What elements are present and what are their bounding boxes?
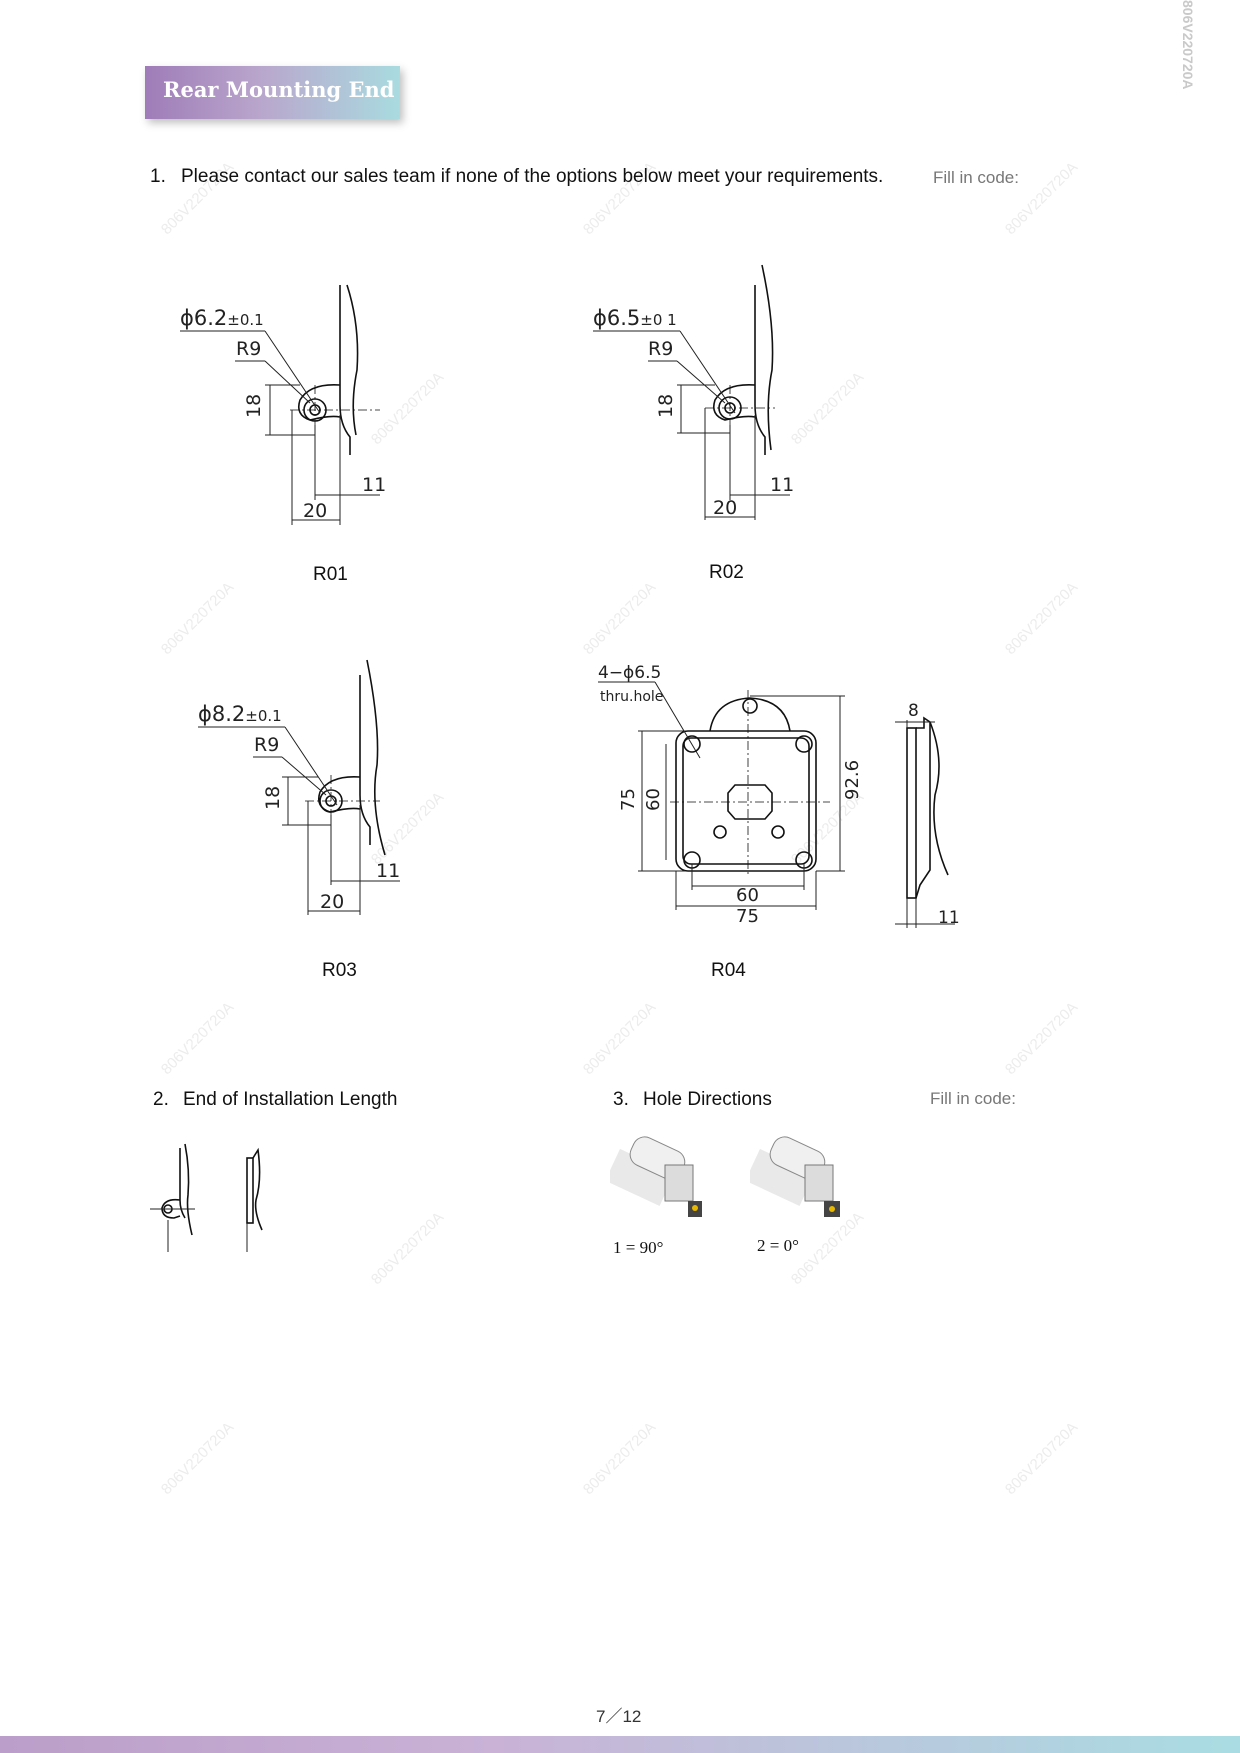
watermark: 806V220720A — [367, 1208, 448, 1289]
r01-offset-dim: 11 — [362, 474, 386, 496]
watermark: 806V220720A — [157, 998, 238, 1079]
r03-width-dim: 20 — [320, 891, 344, 913]
r04-outer-width-dim: 75 — [736, 906, 759, 927]
section-heading: End of Installation Length — [183, 1089, 398, 1110]
option-code-r03: R03 — [322, 960, 357, 981]
r04-inner-height-dim: 60 — [643, 788, 664, 811]
option-code-r02: R02 — [709, 562, 744, 583]
r03-plate-break — [366, 659, 386, 856]
watermark: 806V220720A — [1001, 998, 1082, 1079]
hole-direction-0-image — [750, 1136, 840, 1217]
r03-leader — [284, 726, 338, 806]
r04-hole-note: thru.hole — [600, 689, 663, 705]
r02-height-dim: 18 — [655, 394, 677, 418]
r02-plate-outline — [754, 285, 766, 455]
section-heading: Please contact our sales team if none of… — [181, 166, 884, 187]
r03-hole-dim: ϕ8.2±0.1 — [198, 702, 282, 726]
r04-top-hole — [742, 698, 758, 714]
hole-direction-caption-1: 1 = 90° — [613, 1238, 664, 1257]
drawing-r02: ϕ6.5±0 1 R9 18 20 11 — [593, 264, 794, 520]
r01-plate-break — [346, 284, 359, 436]
page-number: 7／12 — [596, 1707, 642, 1726]
r04-eye — [709, 697, 791, 732]
installation-plate-break — [252, 1147, 263, 1231]
watermark: 806V220720A — [579, 1418, 660, 1499]
r02-leader — [676, 360, 726, 404]
r03-offset-dim: 11 — [376, 860, 400, 882]
document-code: 806V220720A — [1176, 0, 1202, 110]
document-code-text: 806V220720A — [1180, 0, 1196, 90]
r03-plate-outline — [359, 675, 371, 845]
hole-direction-caption-2: 2 = 0° — [757, 1236, 799, 1255]
r01-leader — [264, 330, 321, 414]
section-number: 1. — [150, 166, 166, 187]
r01-radius-dim: R9 — [236, 338, 261, 360]
actuator-end — [804, 1164, 834, 1202]
r03-leader — [281, 756, 327, 796]
r01-leader — [264, 360, 311, 404]
section-number: 3. — [613, 1089, 629, 1110]
watermark: 806V220720A — [1001, 1418, 1082, 1499]
r03-radius-dim: R9 — [254, 734, 279, 756]
r04-leader — [654, 681, 701, 759]
section-number: 2. — [153, 1089, 169, 1110]
r04-corner-hole — [795, 735, 813, 753]
r04-side-body — [915, 716, 931, 899]
installation-eye-end — [179, 1148, 186, 1219]
mount-hole — [692, 1205, 698, 1211]
r01-plate-outline — [339, 285, 351, 455]
r04-inner-width-dim: 60 — [736, 885, 759, 906]
installation-plate-side — [246, 1157, 254, 1224]
fill-in-code-label: Fill in code: — [930, 1089, 1016, 1108]
r04-screw — [771, 825, 785, 839]
installation-length-diagram — [150, 1143, 263, 1252]
r04-plate — [675, 730, 817, 872]
fill-in-code-label: Fill in code: — [933, 168, 1019, 187]
r03-height-dim: 18 — [262, 786, 284, 810]
r04-thickness-dim: 8 — [908, 701, 919, 721]
r04-side-break — [929, 721, 949, 876]
hole-direction-90-image — [610, 1136, 702, 1217]
r04-corner-hole — [683, 735, 701, 753]
actuator-end — [664, 1164, 694, 1202]
r02-plate-break — [761, 264, 774, 451]
r02-hole-dim: ϕ6.5±0 1 — [593, 306, 677, 330]
footer-bar — [0, 1736, 1240, 1753]
r04-side-plate — [906, 727, 917, 899]
r01-width-dim: 20 — [303, 500, 327, 522]
drawing-r04: 4−ϕ6.5 thru.hole 75 60 92.6 60 75 8 11 — [598, 663, 960, 928]
page-title: Rear Mounting End — [163, 77, 395, 102]
installation-eye — [161, 1198, 181, 1219]
r04-hole-dim: 4−ϕ6.5 — [598, 663, 661, 683]
r01-hole-dim: ϕ6.2±0.1 — [180, 306, 264, 330]
mount-hole — [829, 1206, 835, 1212]
watermark: 806V220720A — [579, 998, 660, 1079]
drawing-r03: ϕ8.2±0.1 R9 18 20 11 — [198, 659, 400, 915]
actuator-body — [750, 1148, 815, 1206]
r04-plate-inner — [682, 737, 810, 865]
watermark: 806V220720A — [157, 1418, 238, 1499]
option-code-r04: R04 — [711, 960, 746, 981]
section-banner: Rear Mounting End — [145, 66, 400, 119]
r02-radius-dim: R9 — [648, 338, 673, 360]
r02-offset-dim: 11 — [770, 474, 794, 496]
actuator-body — [610, 1148, 675, 1206]
r02-width-dim: 20 — [713, 497, 737, 519]
watermark: 806V220720A — [579, 578, 660, 659]
section-heading: Hole Directions — [643, 1089, 772, 1110]
installation-break — [184, 1143, 193, 1236]
r04-center-cutout — [727, 784, 773, 820]
r01-height-dim: 18 — [243, 394, 265, 418]
watermark: 806V220720A — [157, 578, 238, 659]
drawing-r01: ϕ6.2±0.1 R9 18 20 11 — [180, 284, 386, 525]
watermark: 806V220720A — [1001, 578, 1082, 659]
r04-total-height-dim: 92.6 — [842, 760, 863, 800]
option-code-r01: R01 — [313, 564, 348, 585]
r04-screw — [713, 825, 727, 839]
r04-outer-height-dim: 75 — [618, 788, 639, 811]
r02-leader — [679, 330, 736, 414]
r04-offset-dim: 11 — [938, 908, 960, 928]
